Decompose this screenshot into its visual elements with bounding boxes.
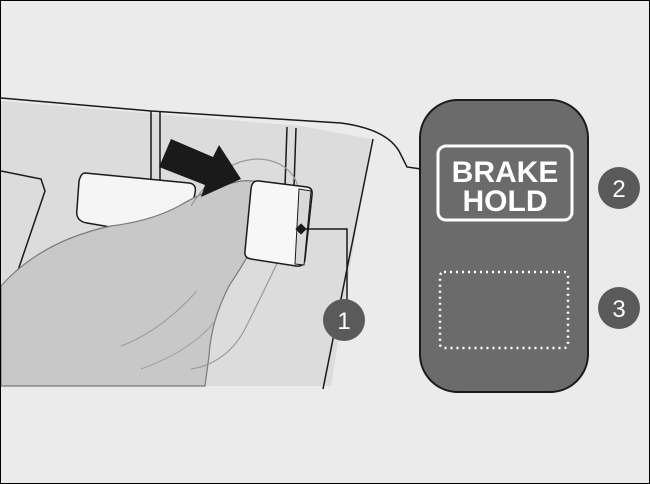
callout-1-label: 1 <box>337 308 350 335</box>
callout-2: 2 <box>598 167 640 209</box>
brake-hold-button[interactable] <box>419 99 589 393</box>
callout-1-leader <box>301 228 348 301</box>
side-panel-edge <box>1 170 46 292</box>
push-arrow-icon <box>159 139 241 197</box>
callout-3: 3 <box>598 287 640 329</box>
brake-pedal-arm <box>150 111 161 181</box>
indicator-light-icon <box>438 270 570 350</box>
callout-3-label: 3 <box>612 296 625 323</box>
callout-2-label: 2 <box>612 176 625 203</box>
brake-hold-label-line1: BRAKE <box>452 156 559 189</box>
accelerator-pedal <box>244 180 313 267</box>
console-edge <box>322 138 374 390</box>
foot-contour <box>120 290 216 370</box>
brake-hold-label-frame <box>436 144 574 222</box>
brake-hold-label-line2: HOLD <box>463 185 548 218</box>
callout-1: 1 <box>323 299 365 341</box>
dashboard-edge <box>1 97 422 170</box>
callout-1-marker <box>295 223 307 235</box>
